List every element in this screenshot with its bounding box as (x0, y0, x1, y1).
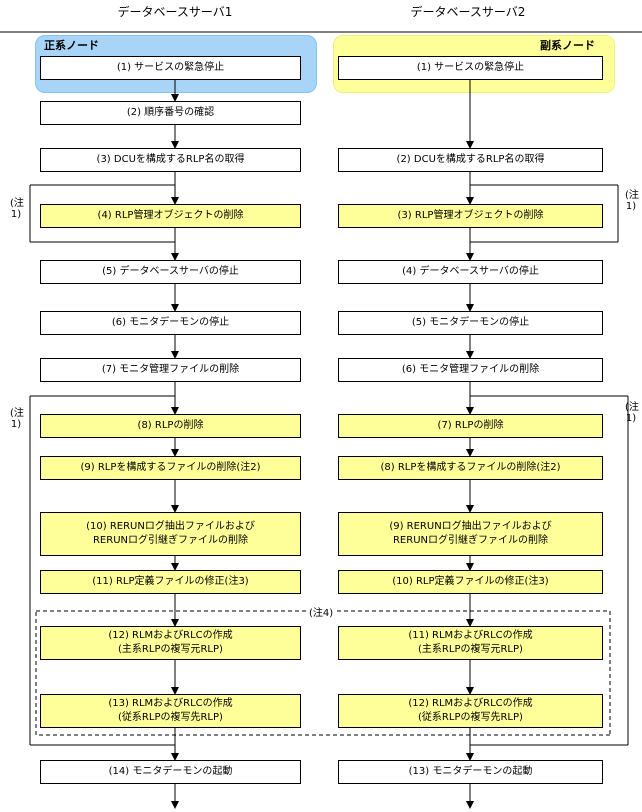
left-step-7: (7) モニタ管理ファイルの削除 (40, 358, 301, 382)
left-step-8: (8) RLPの削除 (40, 414, 301, 438)
right-column-title: データベースサーバ2 (410, 5, 526, 19)
right-step-1: (1) サービスの緊急停止 (338, 56, 603, 80)
left-step-3: (3) DCUを構成するRLP名の取得 (40, 148, 301, 172)
right-step-6: (6) モニタ管理ファイルの削除 (338, 358, 603, 382)
left-step-11: (11) RLP定義ファイルの修正(注3) (40, 570, 301, 594)
right-loop-note-1: (注1) (625, 190, 639, 212)
left-step-13: (13) RLMおよびRLCの作成 (従系RLPの複写先RLP) (40, 694, 301, 728)
right-step-8: (8) RLPを構成するファイルの削除(注2) (338, 456, 603, 480)
right-step-13: (13) モニタデーモンの起動 (338, 760, 603, 784)
secondary-node-label: 副系ノード (540, 39, 595, 52)
left-step-12: (12) RLMおよびRLCの作成 (主系RLPの複写元RLP) (40, 626, 301, 660)
left-step-5: (5) データベースサーバの停止 (40, 260, 301, 284)
right-step-4: (4) データベースサーバの停止 (338, 260, 603, 284)
group-note: (注4) (306, 604, 337, 619)
right-step-11: (11) RLMおよびRLCの作成 (主系RLPの複写元RLP) (338, 626, 603, 660)
left-step-2: (2) 順序番号の確認 (40, 101, 301, 125)
right-step-9: (9) RERUNログ抽出ファイルおよび RERUNログ引継ぎファイルの削除 (338, 512, 603, 556)
primary-node-label: 正系ノード (44, 39, 99, 52)
left-step-1: (1) サービスの緊急停止 (40, 56, 301, 80)
left-step-14: (14) モニタデーモンの起動 (40, 760, 301, 784)
right-loop-note-2: (注1) (625, 402, 639, 424)
left-loop-note-2: (注1) (10, 408, 24, 430)
left-column-title: データベースサーバ1 (117, 5, 233, 19)
left-loop-note-1: (注1) (10, 198, 24, 220)
right-step-3: (3) RLP管理オブジェクトの削除 (338, 204, 603, 228)
left-step-10: (10) RERUNログ抽出ファイルおよび RERUNログ引継ぎファイルの削除 (40, 512, 301, 556)
left-step-4: (4) RLP管理オブジェクトの削除 (40, 204, 301, 228)
right-step-12: (12) RLMおよびRLCの作成 (従系RLPの複写先RLP) (338, 694, 603, 728)
right-step-5: (5) モニタデーモンの停止 (338, 311, 603, 335)
left-step-9: (9) RLPを構成するファイルの削除(注2) (40, 456, 301, 480)
right-step-10: (10) RLP定義ファイルの修正(注3) (338, 570, 603, 594)
right-step-7: (7) RLPの削除 (338, 414, 603, 438)
left-step-6: (6) モニタデーモンの停止 (40, 311, 301, 335)
right-step-2: (2) DCUを構成するRLP名の取得 (338, 148, 603, 172)
